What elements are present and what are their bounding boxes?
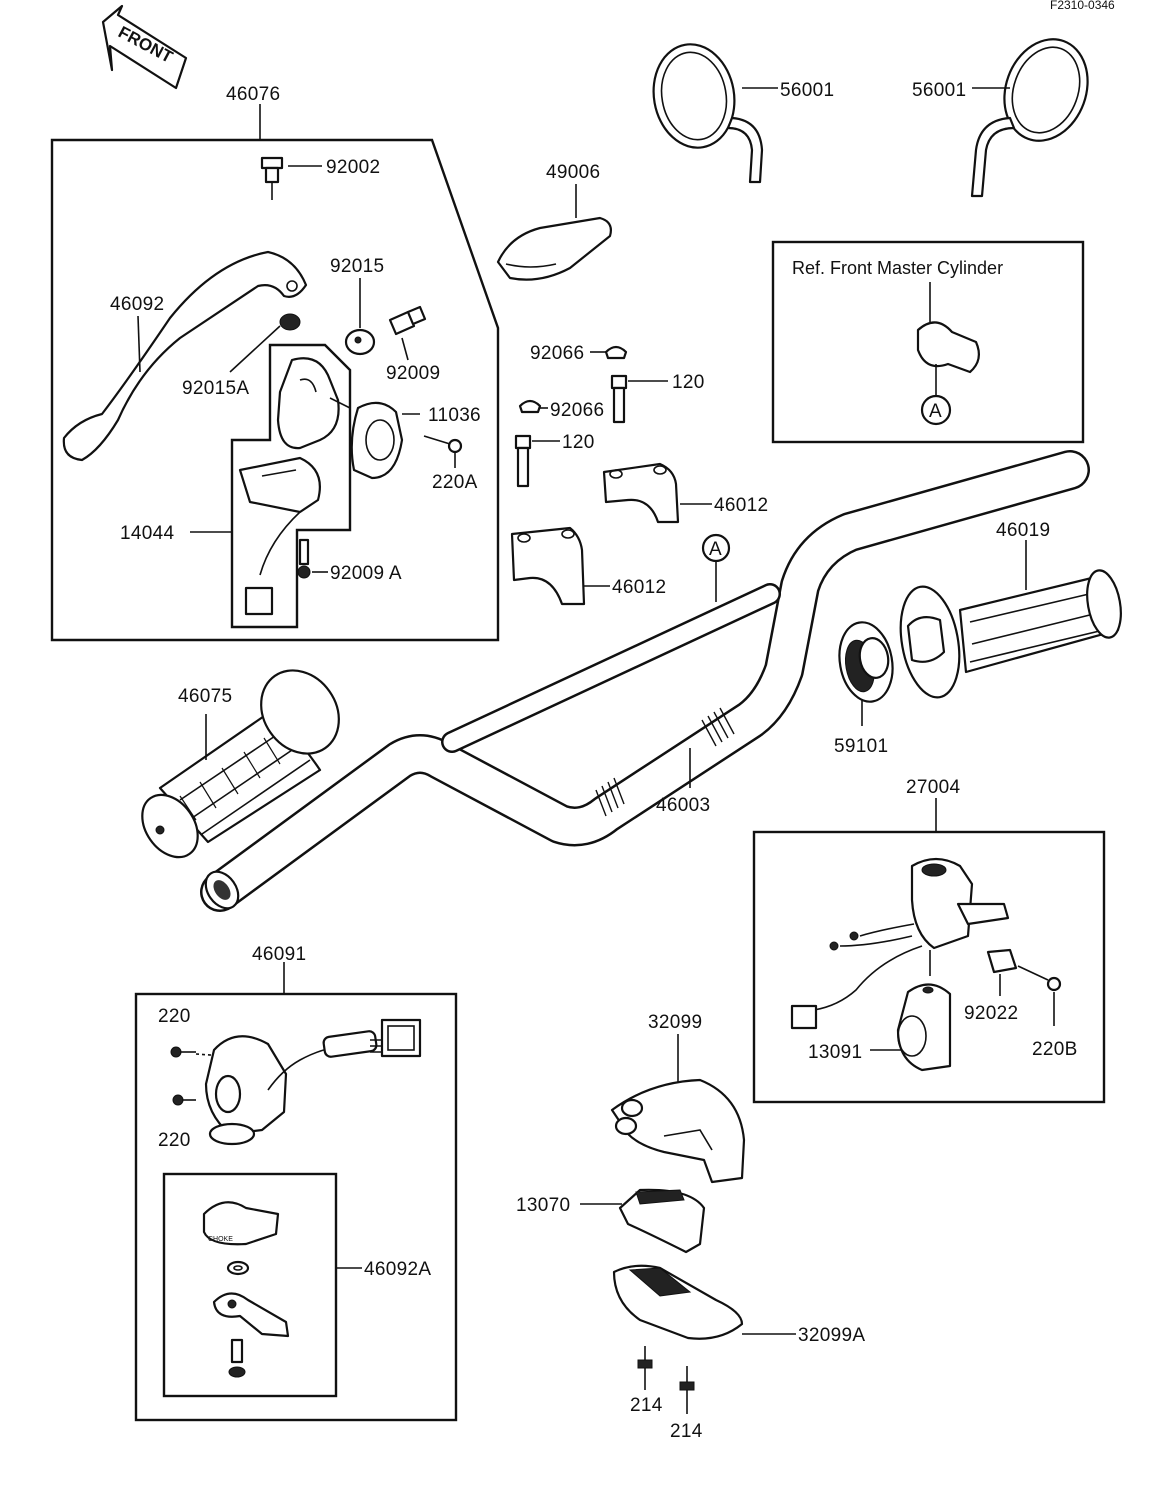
bar-end-weight-49006: 49006 <box>496 162 612 281</box>
label-220b: 220B <box>1032 1039 1078 1060</box>
bar-mark: A <box>709 539 722 560</box>
screw-220a <box>423 435 463 454</box>
choke-knob <box>202 1201 280 1246</box>
nut-92015a <box>279 313 301 331</box>
label-11036: 11036 <box>428 405 481 426</box>
label-92066-lower: 92066 <box>550 400 604 421</box>
clutch-lever-46092 <box>62 250 308 462</box>
cap-92066-upper <box>604 345 628 360</box>
label-13091: 13091 <box>808 1042 862 1063</box>
switch-assembly-27004: 27004 92022 220B 13091 <box>752 777 1106 1104</box>
inner-box-46092a <box>162 1172 338 1398</box>
label-92022: 92022 <box>964 1003 1018 1024</box>
grip-left-46075: 46075 <box>141 669 340 859</box>
plate-92022 <box>986 948 1018 974</box>
label-92002: 92002 <box>326 157 380 178</box>
ref-master-cylinder: Ref. Front Master Cylinder A <box>771 240 1085 444</box>
label-46076: 46076 <box>226 84 280 105</box>
label-46012-upper: 46012 <box>714 495 768 516</box>
screw-214-right <box>679 1366 695 1414</box>
label-27004: 27004 <box>906 777 960 798</box>
label-32099a: 32099A <box>798 1325 865 1346</box>
label-46092a: 46092A <box>364 1259 431 1280</box>
mirror-right-56001: 56001 <box>912 38 1089 198</box>
screw-220b <box>1046 976 1062 992</box>
bolt-120-lower-head <box>514 434 532 450</box>
label-13070: 13070 <box>516 1195 570 1216</box>
ref-mark: A <box>929 401 942 422</box>
cap-92066-lower <box>518 399 542 414</box>
label-92015: 92015 <box>330 256 384 277</box>
locknut-92015 <box>344 328 376 356</box>
front-arrow: FRONT <box>101 4 188 90</box>
label-92066-upper: 92066 <box>530 343 584 364</box>
switch-housing <box>910 857 974 950</box>
label-46092: 46092 <box>110 294 164 315</box>
switch-housing-32099a: 32099A 214 214 <box>612 1264 865 1442</box>
label-46003: 46003 <box>656 795 710 816</box>
washer <box>226 1260 250 1276</box>
label-92009a: 92009 A <box>330 563 402 584</box>
switch-13070: 13070 <box>516 1188 706 1254</box>
label-120-upper: 120 <box>672 372 705 393</box>
screw-220-upper <box>170 1046 225 1058</box>
pivot-bolt-92002 <box>260 156 284 200</box>
lever-holder <box>276 357 351 450</box>
clamp-46012-lower: 46012 <box>510 526 666 606</box>
box-46076 <box>50 138 500 642</box>
inner-box-holder <box>230 343 352 629</box>
label-220a: 220A <box>432 472 478 493</box>
label-92015a: 92015A <box>182 378 249 399</box>
switch-housing-32099: 32099 <box>610 1012 746 1184</box>
bracket-11036 <box>350 401 404 480</box>
label-46075: 46075 <box>178 686 232 707</box>
screw-214-left <box>637 1346 653 1390</box>
label-59101: 59101 <box>834 736 888 757</box>
label-56001-right: 56001 <box>912 80 966 101</box>
switch-14044 <box>238 456 321 616</box>
clamp-bolts: 92066 120 92066 120 <box>514 343 705 488</box>
grip-right-46019: 46019 <box>899 520 1122 699</box>
choke-lever <box>212 1292 290 1338</box>
clutch-lever-assembly: 46076 92002 46092 92015A 92015 <box>50 84 500 642</box>
corner-code: F2310-0346 <box>1050 0 1115 12</box>
ref-text: Ref. Front Master Cylinder <box>792 258 1003 278</box>
label-46012-lower: 46012 <box>612 577 666 598</box>
screw-220-lower <box>172 1094 196 1106</box>
bolt-120-upper-head <box>610 374 628 390</box>
box-27004 <box>752 830 1106 1104</box>
screw-92009a <box>297 538 311 579</box>
mirror-left-56001: 56001 <box>652 43 834 184</box>
handlebar-46003: 46003 A <box>200 450 1090 912</box>
choke-text: CHOKE <box>208 1236 233 1243</box>
label-214-left: 214 <box>630 1395 663 1416</box>
label-14044: 14044 <box>120 523 174 544</box>
label-49006: 49006 <box>546 162 600 183</box>
label-46091: 46091 <box>252 944 306 965</box>
label-120-lower: 120 <box>562 432 595 453</box>
label-214-right: 214 <box>670 1421 703 1442</box>
label-32099: 32099 <box>648 1012 702 1033</box>
label-46019: 46019 <box>996 520 1050 541</box>
label-220-lower: 220 <box>158 1130 191 1151</box>
label-56001-left: 56001 <box>780 80 834 101</box>
box-46091 <box>134 992 458 1422</box>
switch-assembly-46091: 46091 220 220 46092A CHOKE <box>134 944 458 1422</box>
adjuster-92009 <box>388 305 427 336</box>
label-220-upper: 220 <box>158 1006 191 1027</box>
clamp-46012-upper: 46012 <box>602 462 768 524</box>
label-92009: 92009 <box>386 363 440 384</box>
throttle-pulley-59101: 59101 <box>834 621 894 757</box>
ref-box <box>771 240 1085 444</box>
